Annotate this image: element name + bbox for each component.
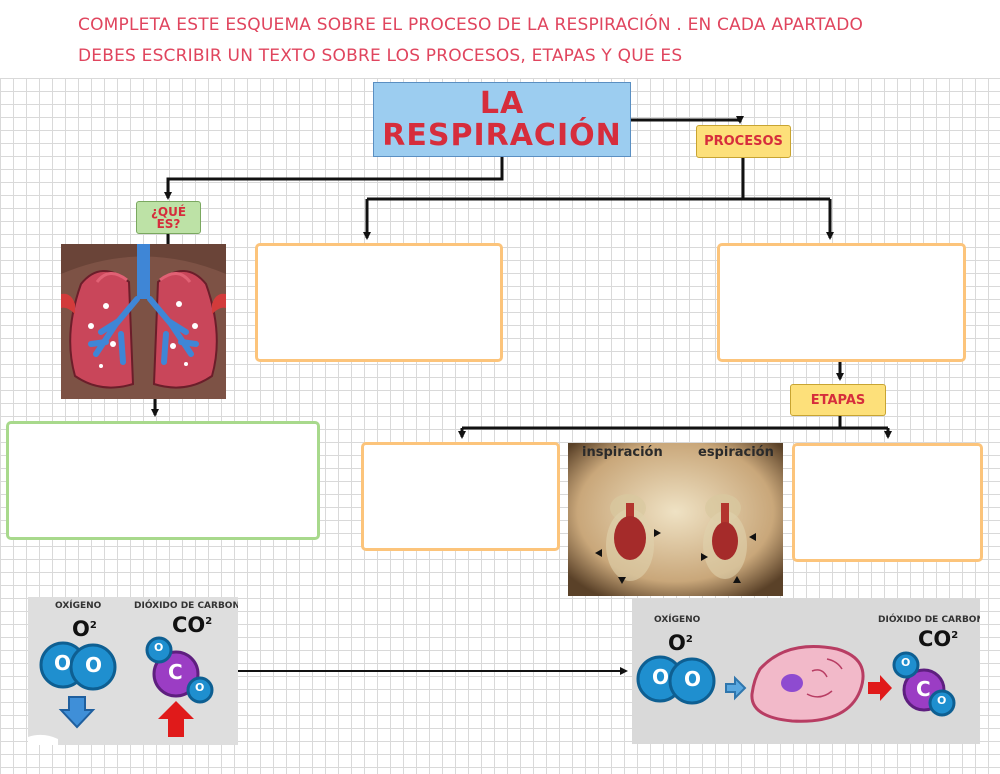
title-line-2: RESPIRACIÓN [382, 117, 622, 153]
gas-cell-right [632, 599, 980, 744]
instructions-line-2: DEBES ESCRIBIR UN TEXTO SOBRE LOS PROCES… [78, 46, 683, 66]
answer-box-etapa-espiracion[interactable] [792, 443, 983, 562]
etapas-tag: ETAPAS [790, 384, 886, 416]
inspiracion-label: inspiración [582, 445, 663, 460]
answer-box-que-es[interactable] [6, 421, 320, 540]
answer-box-procesos-left[interactable] [255, 243, 503, 362]
right-o-atom-1: O [652, 665, 670, 689]
respiration-illustration [568, 443, 783, 596]
instructions-text: COMPLETA ESTE ESQUEMA SOBRE EL PROCESO D… [78, 10, 958, 72]
left-co2-sup: 2 [205, 616, 213, 627]
left-o-atom-2: O [85, 653, 103, 677]
left-co2-label: DIÓXIDO DE CARBONO [134, 601, 238, 611]
right-co2-sup: 2 [951, 630, 959, 641]
right-co2-formula: CO2 [918, 627, 958, 651]
right-oxygen-symbol: O [668, 631, 686, 655]
right-oxygen-label: OXÍGENO [654, 615, 701, 625]
left-oxygen-formula: O2 [72, 617, 97, 641]
left-co2-o-atom-1: O [154, 641, 164, 654]
connector-title-procesos [631, 116, 744, 124]
right-oxygen-formula: O2 [668, 631, 693, 655]
procesos-tag: PROCESOS [696, 125, 791, 158]
que-es-line-1: ¿QUÉ [150, 204, 187, 219]
right-oxygen-sup: 2 [685, 634, 693, 645]
left-oxygen-symbol: O [72, 617, 90, 641]
left-oxygen-label: OXÍGENO [55, 601, 102, 611]
left-oxygen-sup: 2 [89, 620, 97, 631]
right-co2-o-atom-2: O [937, 694, 947, 707]
connector-title-que [164, 157, 504, 200]
lungs-image [61, 244, 226, 399]
header-band [0, 0, 1000, 78]
right-co2-o-atom-1: O [901, 656, 911, 669]
que-es-line-2: ES? [156, 216, 181, 231]
left-co2-o-atom-2: O [195, 681, 205, 694]
instructions-line-1: COMPLETA ESTE ESQUEMA SOBRE EL PROCESO D… [78, 15, 864, 35]
right-co2-label: DIÓXIDO DE CARBONO [878, 615, 980, 625]
left-o-atom-1: O [54, 651, 72, 675]
title-line-1: LA [479, 85, 525, 121]
gas-exchange-right-image: OXÍGENO DIÓXIDO DE CARBONO O2 CO2 O O C … [632, 599, 980, 744]
lungs-illustration [61, 244, 226, 399]
answer-box-procesos-right[interactable] [717, 243, 966, 362]
answer-box-etapa-inspiracion[interactable] [361, 442, 560, 551]
etapas-label: ETAPAS [810, 392, 866, 408]
respiration-stages-image: inspiración espiración [568, 443, 783, 596]
left-co2-symbol: CO [172, 613, 206, 637]
right-co2-symbol: CO [918, 627, 952, 651]
right-c-atom: C [916, 677, 931, 701]
procesos-label: PROCESOS [704, 134, 783, 149]
left-co2-formula: CO2 [172, 613, 212, 637]
left-c-atom: C [168, 660, 183, 684]
gas-molecules-left [28, 597, 238, 745]
gas-exchange-left-image: OXÍGENO DIÓXIDO DE CARBONO O2 CO2 O O C … [28, 597, 238, 745]
espiracion-label: espiración [698, 445, 774, 460]
right-o-atom-2: O [684, 667, 702, 691]
